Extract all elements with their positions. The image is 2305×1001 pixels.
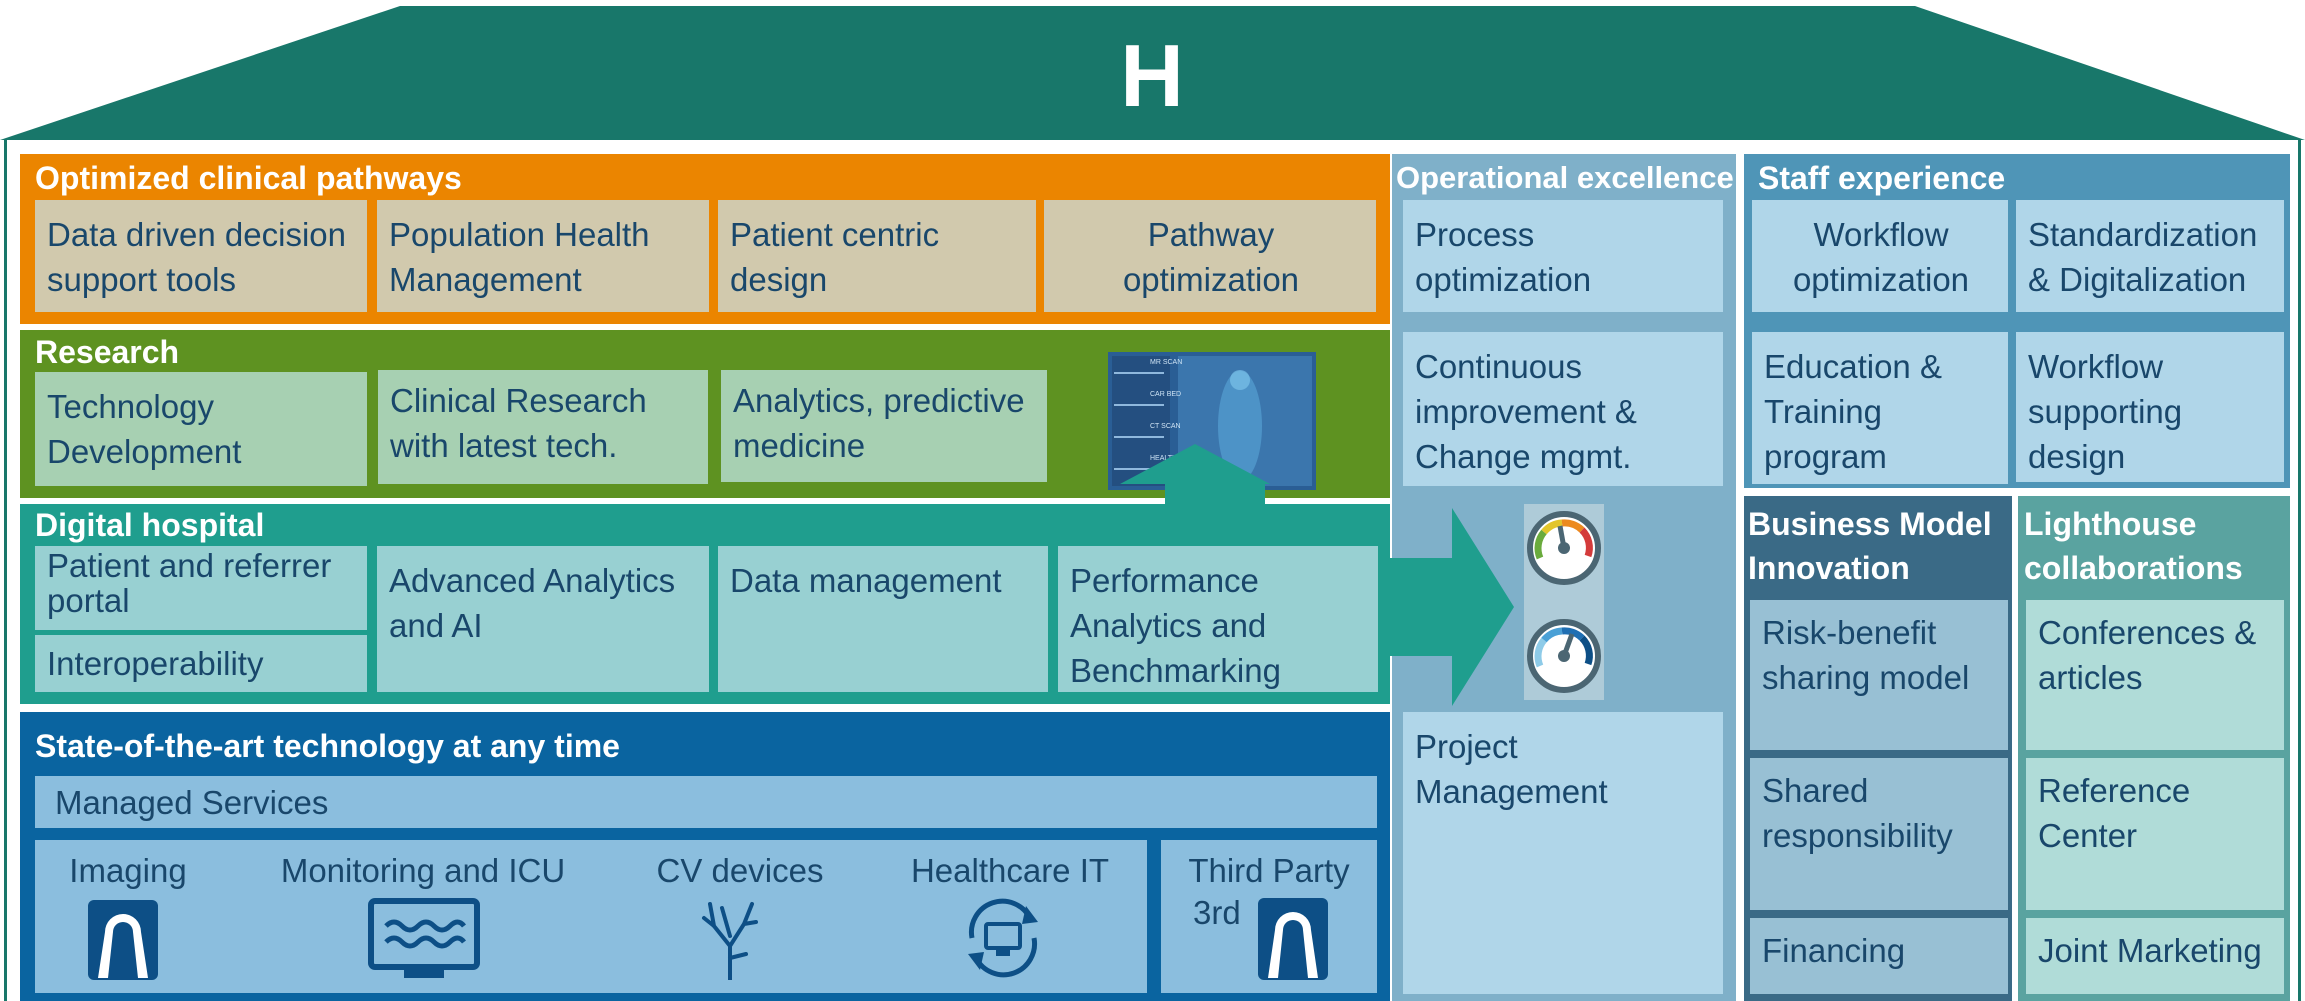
digital-title: Digital hospital	[35, 507, 265, 543]
vessel-icon	[702, 902, 758, 980]
tech-label-third-party: Third Party	[1188, 852, 1350, 889]
tech-title: State-of-the-art technology at any time	[35, 728, 620, 764]
scanner-icon	[1258, 898, 1328, 980]
pathways-item-decision-support: Data driven decision support tools	[35, 200, 367, 312]
ops-item-process-optimization: Process optimization	[1403, 200, 1723, 312]
screen-label-ct-scan: CT SCAN	[1150, 423, 1181, 430]
roof-letter: H	[1120, 26, 1184, 125]
staff-item-workflow-design: Workflow supporting design	[2016, 332, 2284, 482]
digital-item-interoperability: Interoperability	[35, 635, 367, 692]
ops-title: Operational excellence	[1396, 160, 1734, 195]
staff-item-workflow-optimization: Workflow optimization	[1752, 200, 2008, 312]
scanner-icon	[88, 900, 158, 980]
up-arrow-icon	[1120, 444, 1270, 506]
roof	[0, 6, 2305, 140]
tech-label-monitoring: Monitoring and ICU	[280, 852, 566, 889]
house-frame	[4, 140, 2301, 1001]
digital-item-portal: Patient and referrer portal	[35, 546, 367, 630]
lighthouse-item-reference-center: Reference Center	[2026, 758, 2284, 910]
research-item-clinical: Clinical Research with latest tech.	[378, 370, 708, 484]
tech-label-healthcare-it: Healthcare IT	[910, 852, 1110, 889]
tech-label-imaging: Imaging	[69, 852, 187, 889]
research-title: Research	[35, 334, 180, 370]
staff-item-education: Education & Training program	[1752, 332, 2008, 484]
screen-label-car-bed: CAR BED	[1150, 391, 1182, 398]
staff-title: Staff experience	[1758, 160, 2006, 196]
digital-item-performance: Performance Analytics and Benchmarking	[1058, 546, 1378, 692]
lighthouse-title: Lighthouse collaborations	[2024, 506, 2243, 586]
digital-item-advanced-analytics: Advanced Analytics and AI	[377, 546, 709, 692]
right-arrow-icon	[1380, 508, 1514, 706]
monitor-icon	[368, 898, 480, 978]
business-item-financing: Financing	[1750, 918, 2008, 994]
staff-item-standardization: Standardization & Digitalization	[2016, 200, 2284, 312]
tech-label-third-sub: 3rd	[1193, 894, 1241, 931]
tech-devices-panel	[35, 840, 1147, 993]
pathways-item-population-health: Population Health Management	[377, 200, 709, 312]
pathways-item-patient-centric: Patient centric design	[718, 200, 1036, 312]
pathways-title: Optimized clinical pathways	[35, 160, 462, 196]
lighthouse-item-conferences: Conferences & articles	[2026, 600, 2284, 750]
business-item-shared-responsibility: Shared responsibility	[1750, 758, 2008, 910]
lighthouse-item-joint-marketing: Joint Marketing	[2026, 918, 2284, 994]
research-item-technology: Technology Development	[35, 372, 367, 486]
ops-item-continuous-improvement: Continuous improvement & Change mgmt.	[1403, 332, 1723, 486]
research-item-analytics: Analytics, predictive medicine	[721, 370, 1047, 482]
tech-managed-services: Managed Services	[35, 776, 1377, 828]
business-title: Business Model Innovation	[1748, 506, 1992, 586]
digital-item-data-management: Data management	[718, 546, 1048, 692]
ops-item-project-management: Project Management	[1403, 712, 1723, 994]
pathways-item-pathway-optimization: Pathway optimization	[1044, 200, 1376, 312]
gauge-icon	[1527, 511, 1601, 693]
computer-sync-icon	[968, 898, 1038, 978]
business-item-risk-benefit: Risk-benefit sharing model	[1750, 600, 2008, 750]
screen-label-mr-scan: MR SCAN	[1150, 359, 1183, 366]
tech-label-cv-devices: CV devices	[656, 852, 824, 889]
